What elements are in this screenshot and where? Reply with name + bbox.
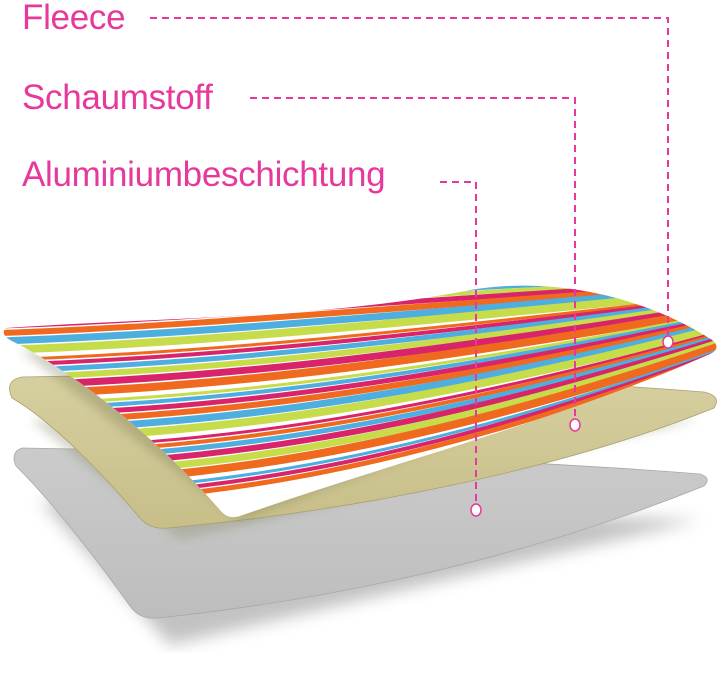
fleece-stripe (3, 300, 717, 381)
fleece-stripe (3, 294, 717, 362)
fleece-leader-line (150, 17, 669, 336)
foam-marker-dot (569, 418, 581, 432)
fleece-stripe (3, 297, 717, 374)
foam-leader-line (250, 97, 576, 419)
fleece-stripe (3, 285, 717, 336)
fleece-stripe (3, 296, 717, 367)
aluminium-marker-dot (470, 503, 482, 517)
aluminium-label: Aluminiumbeschichtung (22, 155, 386, 194)
fleece-marker-dot (662, 335, 674, 349)
foam-label: Schaumstoff (22, 78, 213, 117)
fleece-stripe (3, 285, 717, 345)
aluminium-leader-line (440, 181, 477, 505)
fleece-label: Fleece (22, 0, 126, 37)
leader-lines (150, 17, 669, 505)
fleece-stripe (3, 288, 717, 354)
fleece-stripe (3, 302, 717, 390)
